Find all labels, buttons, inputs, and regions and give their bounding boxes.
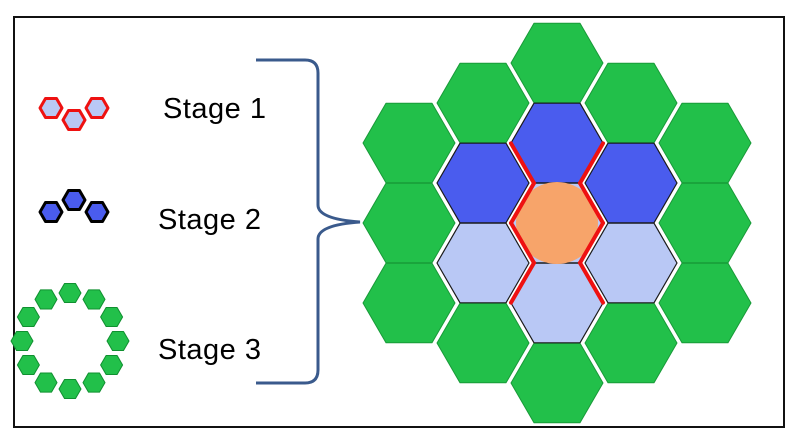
stage2-hexagon-chain-icon xyxy=(61,189,87,211)
hexagon-cluster xyxy=(362,22,752,424)
stage3-hexagon-ring-icon xyxy=(100,355,124,375)
outer-ring-hexagon xyxy=(362,262,456,344)
outer-ring-hexagon xyxy=(510,22,604,104)
outer-ring-hexagon xyxy=(436,62,530,144)
stage3-hexagon-ring-icon xyxy=(10,331,34,351)
stage1-edge xyxy=(578,221,605,265)
stage3-hexagon-ring-icon xyxy=(16,355,40,375)
bracket-icon xyxy=(256,58,361,385)
stage3-hexagon-ring-icon xyxy=(58,379,82,399)
stage3-hexagon-ring-icon xyxy=(100,307,124,327)
outer-ring-hexagon xyxy=(362,182,456,264)
stage-2-label: Stage 2 xyxy=(158,204,262,236)
stage1-edge xyxy=(509,181,536,225)
outer-ring-hexagon xyxy=(584,62,678,144)
stage1-edge xyxy=(578,141,605,186)
stage3-hexagon-ring-icon xyxy=(106,331,130,351)
stage1-edge xyxy=(509,141,536,186)
stage1-hexagon-chain-icon xyxy=(84,97,110,119)
outer-ring-hexagon xyxy=(658,102,752,184)
stage1-edge xyxy=(509,260,536,305)
center-circle xyxy=(516,182,598,264)
outer-ring-hexagon xyxy=(658,182,752,264)
outer-ring-hexagon xyxy=(584,302,678,384)
inner-light-hexagon xyxy=(584,222,678,304)
stage1-hexagon-chain-icon xyxy=(38,97,64,119)
stage1-edge xyxy=(578,260,605,305)
stage1-edge xyxy=(509,221,536,265)
stage2-hexagon-chain-icon xyxy=(38,201,64,223)
legend-icons xyxy=(10,97,130,399)
stage1-hexagon-chain-icon xyxy=(61,109,87,131)
stage3-hexagon-ring-icon xyxy=(82,289,106,310)
inner-dark-hexagon xyxy=(584,142,678,224)
stage-1-label: Stage 1 xyxy=(163,93,267,125)
stage3-hexagon-ring-icon xyxy=(58,283,82,303)
outer-ring-hexagon xyxy=(436,302,530,384)
stage3-hexagon-ring-icon xyxy=(16,307,40,327)
inner-dark-hexagon xyxy=(436,142,530,224)
stage3-hexagon-ring-icon xyxy=(82,372,106,393)
stage1-edge xyxy=(578,181,605,225)
stage2-hexagon-chain-icon xyxy=(84,201,110,223)
stage-3-label: Stage 3 xyxy=(158,334,262,366)
stage3-hexagon-ring-icon xyxy=(34,289,58,310)
outer-ring-hexagon xyxy=(658,262,752,344)
outer-ring-hexagon xyxy=(362,102,456,184)
outer-ring-hexagon xyxy=(510,342,604,424)
inner-light-hexagon xyxy=(436,222,530,304)
stage3-hexagon-ring-icon xyxy=(34,372,58,393)
